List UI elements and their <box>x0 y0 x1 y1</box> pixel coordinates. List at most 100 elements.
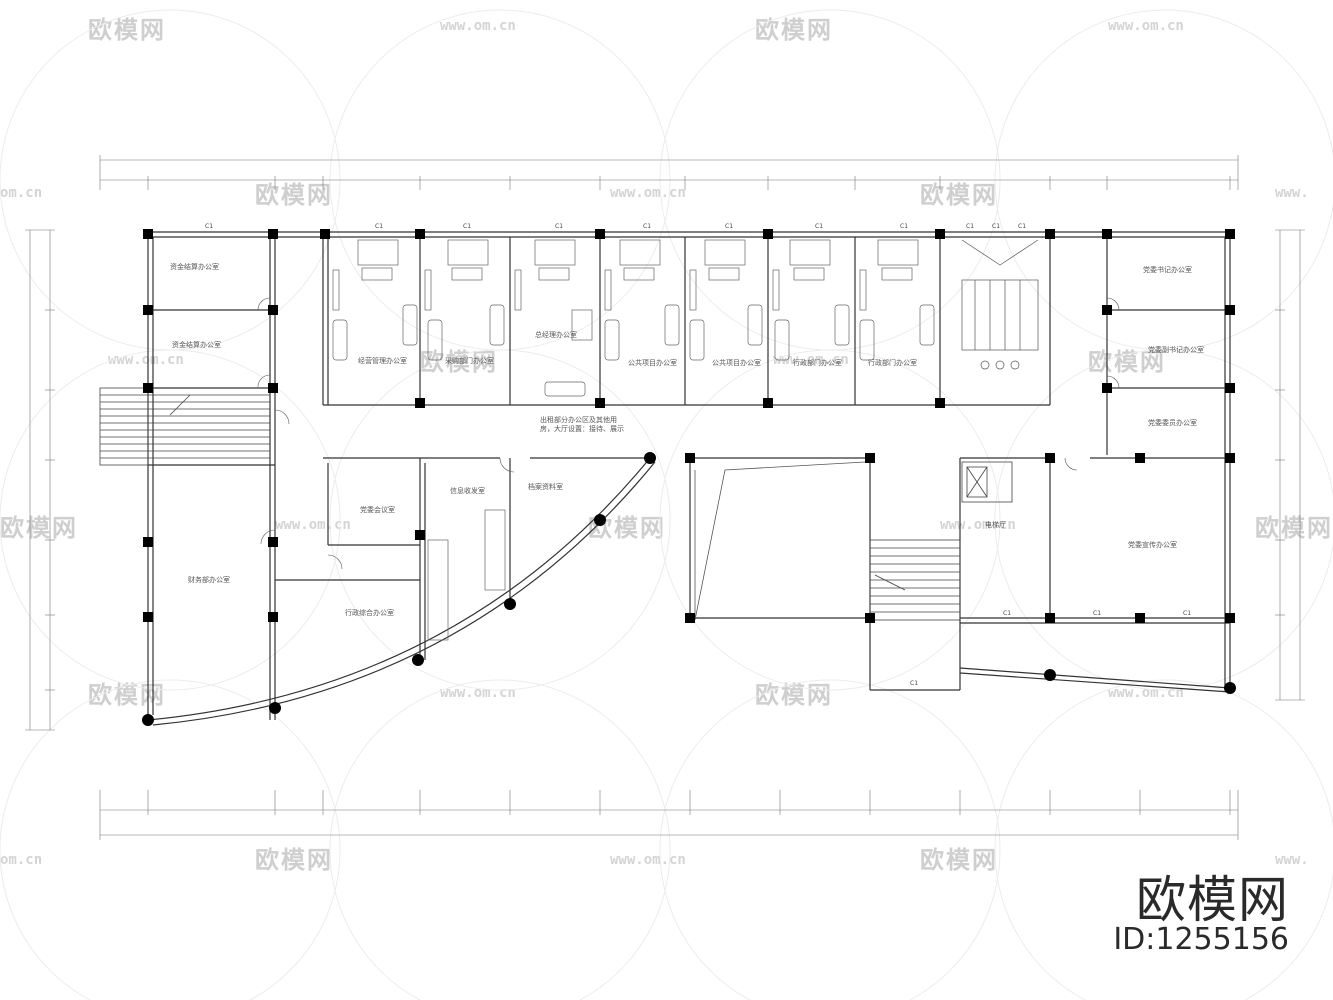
watermark-brand: 欧模网 <box>1255 514 1333 542</box>
column <box>595 398 605 408</box>
watermark-brand: 欧模网 <box>920 181 998 209</box>
window-label: C1 <box>815 223 824 230</box>
watermark-brand: 欧模网 <box>920 846 998 874</box>
room-label: 总经理办公室 <box>535 331 577 339</box>
brand-name: 欧模网 <box>1136 871 1289 929</box>
stair-left <box>99 387 270 466</box>
corridor-note: 出租部分办公区及其他用房，大厅设置：接待、展示 <box>540 416 624 433</box>
column <box>268 612 278 622</box>
walls <box>147 231 1231 720</box>
model-id: ID:1255156 <box>1113 922 1289 957</box>
column <box>504 598 516 610</box>
room-label: 经营管理办公室 <box>358 357 407 365</box>
window-label: C1 <box>1003 610 1012 617</box>
column <box>143 229 153 239</box>
watermark-brand: 欧模网 <box>255 181 333 209</box>
column <box>865 613 875 623</box>
column <box>412 654 424 666</box>
watermark-url: www.om.cn <box>275 517 351 533</box>
window-label: C1 <box>900 223 909 230</box>
room-label: 电梯厅 <box>985 521 1006 529</box>
window-label: C1 <box>725 223 734 230</box>
column <box>268 305 278 315</box>
room-label: 党委宣传办公室 <box>1128 541 1177 549</box>
column <box>1225 305 1235 315</box>
room-label: 档案资料室 <box>528 483 563 491</box>
watermark-brand: 欧模网 <box>88 16 166 44</box>
room-label: 信息收发室 <box>450 487 485 495</box>
column <box>1225 453 1235 463</box>
curved-facade <box>147 457 656 726</box>
column <box>268 537 278 547</box>
column <box>1102 305 1112 315</box>
room-label: 公共项目办公室 <box>712 359 761 367</box>
column <box>685 613 695 623</box>
watermark-brand: 欧模网 <box>420 348 498 376</box>
watermark-brand: 欧模网 <box>0 514 78 542</box>
column <box>1135 613 1145 623</box>
window-label: C1 <box>1093 610 1102 617</box>
column <box>763 398 773 408</box>
window-label: C1 <box>375 223 384 230</box>
column <box>269 702 281 714</box>
room-label: 行政综合办公室 <box>345 609 394 617</box>
window-label: C1 <box>992 223 1001 230</box>
toilets <box>961 239 1039 370</box>
watermark-url: www.om.cn <box>1108 18 1184 34</box>
column <box>644 452 656 464</box>
room-label: 公共项目办公室 <box>628 359 677 367</box>
window-label: C1 <box>966 223 975 230</box>
room-label: 党委委员办公室 <box>1148 419 1197 427</box>
elevator <box>961 461 1013 503</box>
column <box>268 229 278 239</box>
column <box>415 229 425 239</box>
column <box>935 229 945 239</box>
watermark-url: www.om.cn <box>773 352 849 368</box>
column <box>865 453 875 463</box>
column <box>1225 613 1235 623</box>
watermark-url-cut: om.cn <box>0 185 43 201</box>
watermark-brand: 欧模网 <box>255 846 333 874</box>
column <box>1225 229 1235 239</box>
watermark-url-cut: www. <box>1275 185 1309 201</box>
column <box>1102 229 1112 239</box>
furniture <box>332 239 935 641</box>
column <box>142 714 154 726</box>
column <box>143 612 153 622</box>
column <box>1135 453 1145 463</box>
window-label: C1 <box>463 223 472 230</box>
room-label: 行政部门办公室 <box>793 359 842 367</box>
column <box>1045 613 1055 623</box>
doors <box>257 297 1120 570</box>
column <box>143 383 153 393</box>
watermark-url: www.om.cn <box>940 517 1016 533</box>
room-label: 资金结算办公室 <box>172 341 221 349</box>
column <box>594 514 606 526</box>
watermark-url: www.om.cn <box>610 185 686 201</box>
column <box>1045 453 1055 463</box>
window-label: C1 <box>910 680 919 687</box>
window-label: C1 <box>1183 610 1192 617</box>
watermark-url: www.om.cn <box>1108 685 1184 701</box>
watermark-url: www.om.cn <box>610 852 686 868</box>
stair-right <box>869 539 961 621</box>
room-label: 财务部办公室 <box>188 576 230 584</box>
room-label: 行政部门办公室 <box>868 359 917 367</box>
column <box>763 229 773 239</box>
column <box>935 398 945 408</box>
column <box>415 398 425 408</box>
room-label: 党委书记办公室 <box>1143 266 1192 274</box>
window-label: C1 <box>1018 223 1027 230</box>
column <box>1224 682 1236 694</box>
room-label: 资金结算办公室 <box>170 263 219 271</box>
window-label: C1 <box>643 223 652 230</box>
column <box>143 305 153 315</box>
column <box>1044 669 1056 681</box>
watermark-brand: 欧模网 <box>755 16 833 44</box>
column <box>1102 383 1112 393</box>
watermark-url: www.om.cn <box>440 18 516 34</box>
atrium-void <box>694 461 866 621</box>
column <box>1225 383 1235 393</box>
dimension-lines <box>25 155 1305 840</box>
